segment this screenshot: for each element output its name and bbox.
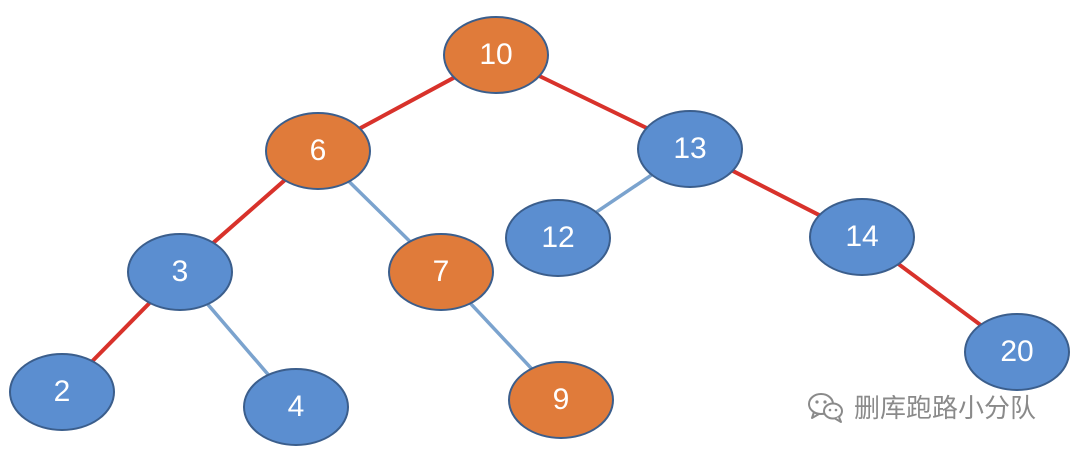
tree-node-10: 10 bbox=[443, 16, 549, 94]
node-ellipse bbox=[388, 233, 494, 311]
tree-node-6: 6 bbox=[265, 112, 371, 190]
edge-14-20 bbox=[897, 262, 982, 327]
node-label: 9 bbox=[553, 383, 570, 416]
edge-6-3 bbox=[211, 178, 287, 245]
tree-node-14: 14 bbox=[809, 198, 915, 276]
tree-node-9: 9 bbox=[508, 361, 614, 439]
wechat-icon bbox=[806, 390, 846, 424]
edge-13-14 bbox=[731, 169, 821, 217]
edge-10-13 bbox=[538, 74, 648, 130]
nodes-layer: 10 6 13 3 7 12 14 2 4 9 20 bbox=[9, 16, 1070, 446]
node-ellipse bbox=[809, 198, 915, 276]
node-label: 2 bbox=[54, 375, 71, 408]
node-label: 13 bbox=[673, 132, 706, 165]
node-label: 10 bbox=[479, 38, 512, 71]
tree-node-13: 13 bbox=[637, 110, 743, 188]
edge-7-9 bbox=[469, 302, 533, 370]
edge-13-12 bbox=[595, 173, 653, 214]
tree-node-2: 2 bbox=[9, 353, 115, 431]
tree-node-7: 7 bbox=[388, 233, 494, 311]
node-ellipse bbox=[243, 368, 349, 446]
edge-3-2 bbox=[90, 301, 152, 363]
node-ellipse bbox=[443, 16, 549, 94]
tree-node-20: 20 bbox=[964, 313, 1070, 391]
node-ellipse bbox=[637, 110, 743, 188]
node-ellipse bbox=[265, 112, 371, 190]
edge-6-7 bbox=[347, 180, 412, 243]
node-label: 20 bbox=[1000, 335, 1033, 368]
node-label: 14 bbox=[845, 220, 878, 253]
tree-node-3: 3 bbox=[127, 233, 233, 311]
node-label: 3 bbox=[172, 255, 189, 288]
node-ellipse bbox=[964, 313, 1070, 391]
edge-10-6 bbox=[358, 75, 456, 131]
watermark: 删库跑路小分队 bbox=[806, 388, 1036, 425]
node-ellipse bbox=[9, 353, 115, 431]
node-ellipse bbox=[127, 233, 233, 311]
node-label: 7 bbox=[433, 255, 450, 288]
node-ellipse bbox=[508, 361, 614, 439]
tree-node-12: 12 bbox=[505, 199, 611, 277]
node-label: 6 bbox=[310, 134, 327, 167]
edge-3-4 bbox=[206, 303, 270, 376]
edges-layer bbox=[90, 74, 982, 376]
node-label: 12 bbox=[541, 221, 574, 254]
watermark-text: 删库跑路小分队 bbox=[854, 394, 1037, 424]
tree-node-4: 4 bbox=[243, 368, 349, 446]
node-ellipse bbox=[505, 199, 611, 277]
node-label: 4 bbox=[288, 390, 305, 423]
